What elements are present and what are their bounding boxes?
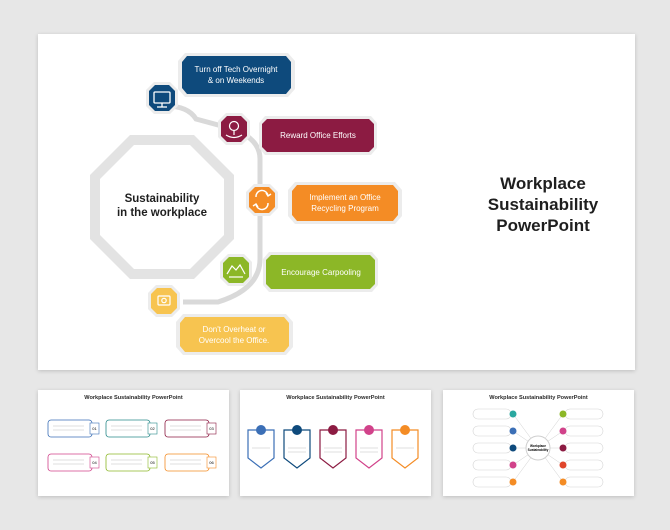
recycle-icon xyxy=(252,189,272,211)
thumb-1-number-6: 06 xyxy=(209,460,214,465)
icon-octagon-5 xyxy=(151,288,177,314)
item-5-line-1: Don't Overheat or xyxy=(203,325,266,334)
thumbnail-1-title: Workplace Sustainability PowerPoint xyxy=(84,395,183,401)
hub-octagon xyxy=(100,145,224,269)
item-2-line-1: Reward Office Efforts xyxy=(280,131,356,140)
thumbnail-2-diagram xyxy=(247,425,419,469)
slide-title: Workplace Sustainability PowerPoint xyxy=(487,174,599,235)
label-box-2 xyxy=(262,119,374,152)
label-box-3 xyxy=(292,185,398,221)
hub-label-1: Sustainability xyxy=(125,193,200,205)
thumb-1-number-2: 02 xyxy=(150,426,155,431)
thumbnail-3-title: Workplace Sustainability PowerPoint xyxy=(489,395,588,401)
item-1-line-2: & on Weekends xyxy=(208,76,264,85)
thumbnail-3[interactable]: Workplace Sustainability PowerPoint Work… xyxy=(443,390,634,496)
thumbnail-3-diagram: Workplace Sustainability xyxy=(472,408,604,488)
thumbnail-1-diagram: 01 02 03 04 05 06 xyxy=(47,419,217,472)
thumb-3-center-2: Sustainability xyxy=(528,448,549,452)
label-box-5 xyxy=(180,317,289,352)
item-5-line-2: Overcool the Office. xyxy=(199,336,270,345)
thumb-1-number-3: 03 xyxy=(209,426,214,431)
thumb-1-number-4: 04 xyxy=(92,460,97,465)
item-3-line-1: Implement an Office xyxy=(309,193,381,202)
hub-label-2: in the workplace xyxy=(117,207,207,219)
thumbnail-1[interactable]: Workplace Sustainability PowerPoint 01 0… xyxy=(38,390,229,496)
connector-line xyxy=(165,103,263,305)
thumbnail-2[interactable]: Workplace Sustainability PowerPoint xyxy=(240,390,431,496)
award-icon xyxy=(225,120,243,139)
item-3-line-2: Recycling Program xyxy=(311,204,379,213)
main-diagram: Sustainability in the workplace Turn off… xyxy=(90,53,402,355)
item-4-line-1: Encourage Carpooling xyxy=(281,268,361,277)
label-box-4 xyxy=(266,255,375,289)
main-slide[interactable]: Sustainability in the workplace Turn off… xyxy=(38,34,635,370)
item-1-line-1: Turn off Tech Overnight xyxy=(194,65,278,74)
thermometer-icon xyxy=(157,295,171,306)
thumb-1-number-1: 01 xyxy=(92,426,97,431)
thumb-3-center-1: Workplace xyxy=(530,444,546,448)
icon-octagon-3 xyxy=(249,187,275,213)
thumb-1-number-5: 05 xyxy=(150,460,155,465)
thumbnail-2-title: Workplace Sustainability PowerPoint xyxy=(286,395,385,401)
monitor-icon xyxy=(153,91,171,108)
handshake-icon xyxy=(226,263,246,278)
label-box-1 xyxy=(182,56,291,94)
